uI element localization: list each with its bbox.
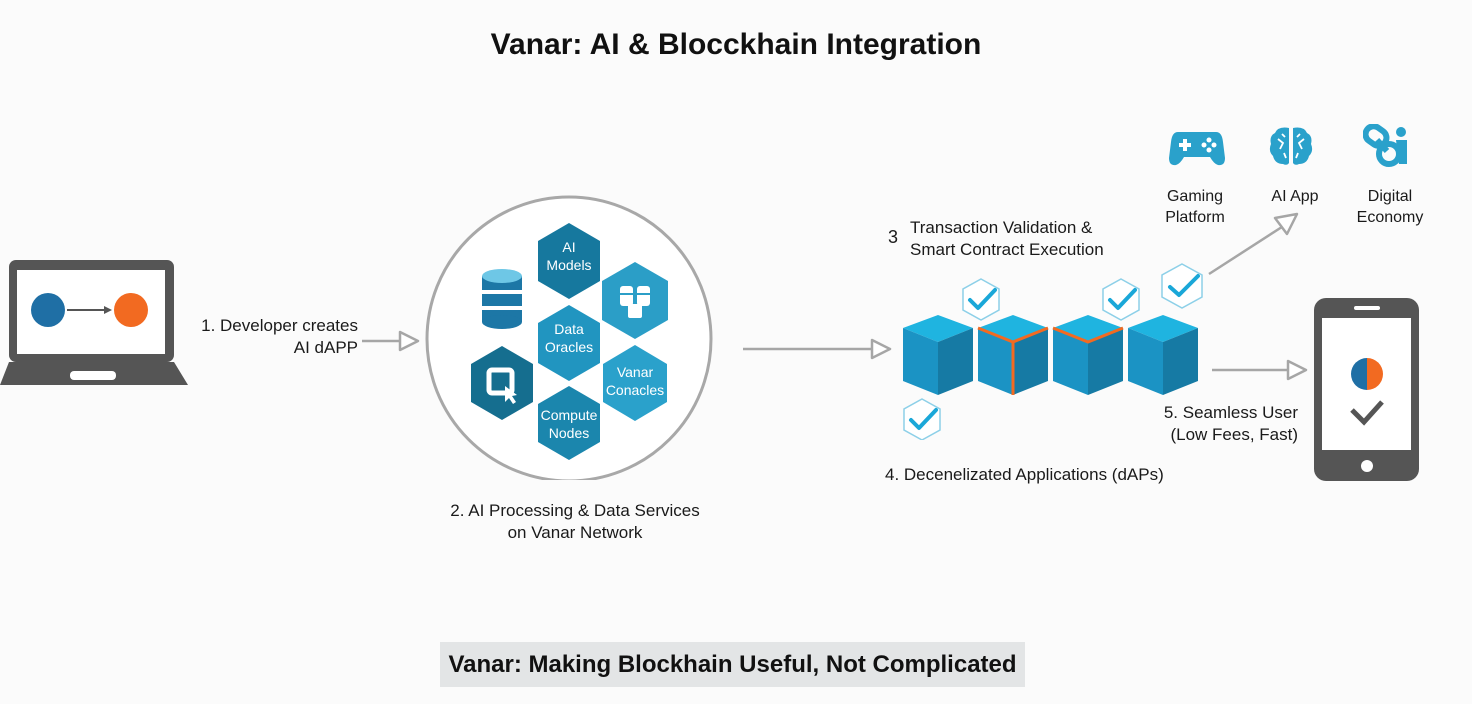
gamepad-icon — [1169, 132, 1225, 166]
step3-number: 3 — [888, 227, 899, 247]
use-case-ai-app: AI App — [1250, 186, 1340, 207]
use-case-digital-economy: Digital Economy — [1345, 186, 1435, 228]
step2-line2: on Vanar Network — [507, 523, 643, 542]
block-4 — [1128, 315, 1198, 395]
check-icon — [1161, 263, 1203, 309]
page-title: Vanar: AI & Blocckhain Integration — [490, 28, 982, 61]
step5-label: 5. Seamless User (Low Fees, Fast) — [1100, 402, 1298, 446]
database-icon — [482, 269, 522, 329]
arrow-icon — [1208, 212, 1299, 276]
hex-ai-models-line2: Models — [546, 257, 591, 273]
step4-label: 4. Decenelizated Applications (dAPs) — [885, 465, 1164, 484]
dev-node-orange — [114, 293, 148, 327]
use-case-ai-app-line1: AI App — [1271, 188, 1319, 205]
block-1 — [903, 315, 973, 395]
phone-check-icon — [1350, 400, 1384, 426]
hex-vanar-conacles: Vanar Conacles — [603, 345, 667, 421]
arrow-icon — [1212, 359, 1308, 381]
laptop-touchpad — [70, 371, 116, 380]
hex-data-oracles-line2: Oracles — [545, 339, 593, 355]
check-icon — [1101, 277, 1141, 322]
status-half-blue — [1351, 358, 1367, 390]
step2-label: 2. AI Processing & Data Services on Vana… — [420, 500, 730, 544]
dev-arrow-icon — [104, 306, 112, 314]
select-cursor-hex — [471, 346, 533, 420]
server-cluster-hex — [602, 262, 668, 339]
hex-vanar-line1: Vanar — [617, 364, 654, 380]
block-3 — [1052, 315, 1124, 395]
hex-compute-nodes: Compute Nodes — [538, 386, 600, 460]
use-case-gaming: Gaming Platform — [1150, 186, 1240, 228]
smartphone-icon — [1314, 298, 1419, 481]
hex-compute-line1: Compute — [541, 407, 598, 423]
use-case-gaming-line2: Platform — [1165, 209, 1225, 226]
arrow-icon — [743, 338, 892, 360]
step1-line2: AI dAPP — [293, 338, 358, 357]
hex-data-oracles: Data Oracles — [538, 305, 600, 381]
step3-line1: Transaction Validation & — [910, 218, 1093, 237]
check-icon — [961, 277, 1001, 322]
link-user-icon — [1363, 124, 1407, 167]
step3-label: Transaction Validation & Smart Contract … — [910, 217, 1104, 261]
hex-compute-line2: Nodes — [549, 425, 589, 441]
block-2 — [977, 315, 1049, 395]
vanar-network-circle: AI Models Data Oracles Va — [425, 195, 713, 480]
check-icon — [902, 397, 942, 440]
step5-line2: (Low Fees, Fast) — [1170, 425, 1298, 444]
hex-ai-models: AI Models — [538, 223, 600, 299]
dev-node-blue — [31, 293, 65, 327]
hex-ai-models-line1: AI — [562, 239, 575, 255]
brain-icon — [1269, 127, 1313, 165]
step5-line1: 5. Seamless User — [1163, 403, 1298, 422]
step1-line1: 1. Developer creates — [201, 316, 358, 335]
step3-line2: Smart Contract Execution — [910, 240, 1104, 259]
use-case-digital-line1: Digital — [1367, 188, 1413, 205]
footer-banner: Vanar: Making Blockhain Useful, Not Comp… — [440, 642, 1025, 687]
select-cursor-icon — [486, 367, 517, 404]
hex-vanar-line2: Conacles — [606, 382, 664, 398]
step2-line1: 2. AI Processing & Data Services — [450, 501, 700, 520]
status-half-orange — [1367, 358, 1383, 390]
laptop-icon — [0, 260, 188, 385]
hex-data-oracles-line1: Data — [554, 321, 584, 337]
blockchain-cubes — [902, 277, 1198, 440]
arrow-icon — [362, 330, 420, 352]
use-case-gaming-line1: Gaming — [1166, 188, 1224, 205]
use-case-digital-line2: Economy — [1356, 209, 1424, 226]
server-cluster-icon — [620, 286, 650, 318]
step1-label: 1. Developer creates AI dAPP — [160, 315, 358, 359]
